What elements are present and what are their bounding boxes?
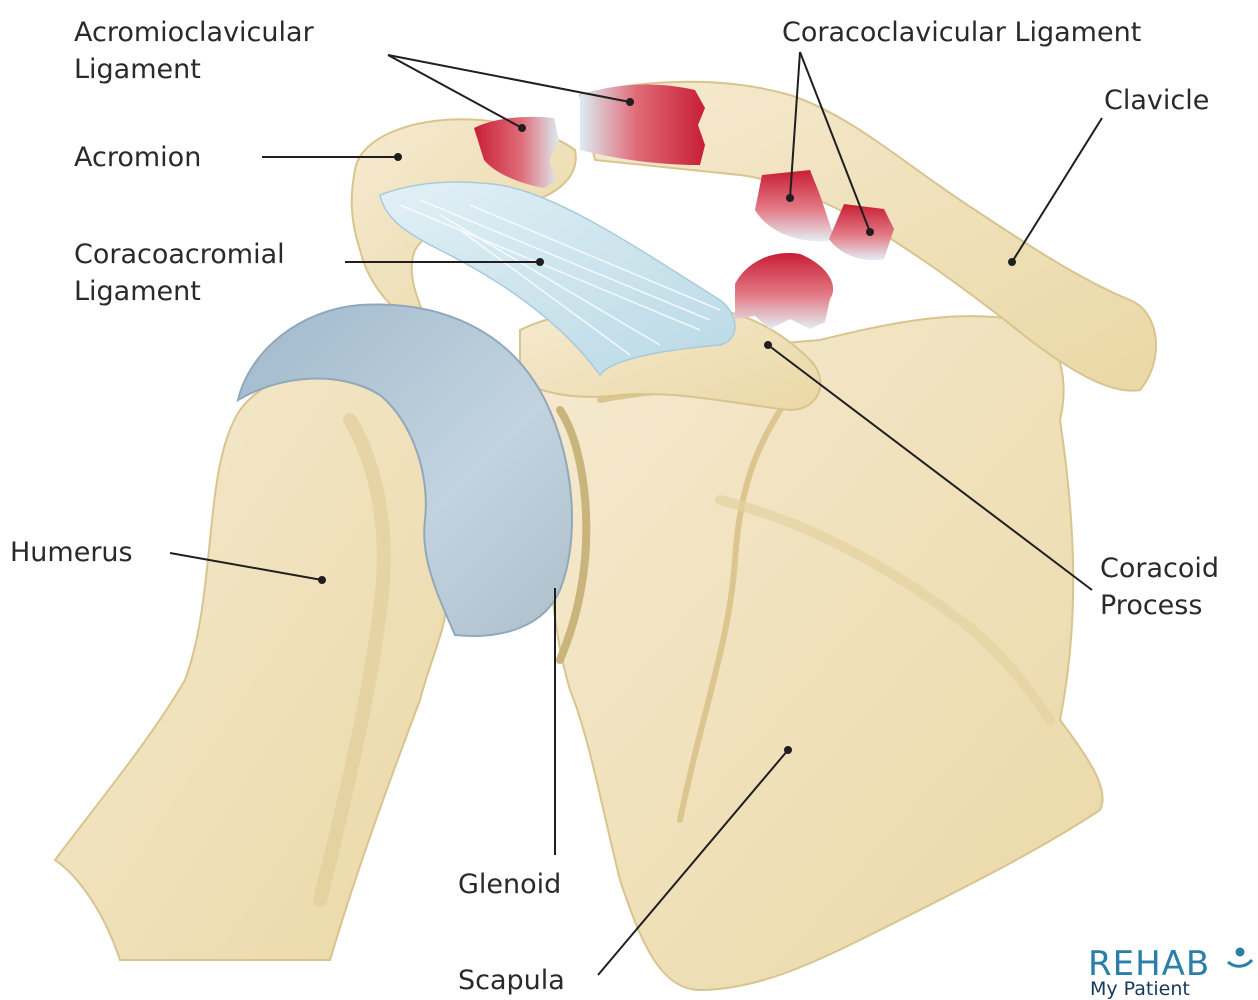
label-coracoacromial-ligament: Coracoacromial Ligament [74, 236, 285, 310]
scapula-bone [520, 316, 1103, 990]
coracoclavicular-ligament-lower [735, 253, 833, 329]
label-acromion: Acromion [74, 139, 201, 176]
label-scapula: Scapula [458, 962, 565, 999]
label-humerus: Humerus [10, 534, 133, 571]
label-glenoid: Glenoid [458, 866, 561, 903]
rehab-logo-icon [1228, 949, 1252, 966]
leader-acromioclavicular-b [388, 55, 630, 102]
leader-acromioclavicular-a [388, 55, 522, 128]
watermark-tagline: My Patient [1090, 978, 1190, 1000]
label-coracoclavicular-ligament: Coracoclavicular Ligament [782, 14, 1141, 51]
leader-clavicle [1012, 118, 1102, 262]
label-clavicle: Clavicle [1104, 82, 1209, 119]
label-coracoid-process: Coracoid Process [1100, 550, 1219, 624]
humerus-bone [55, 370, 446, 960]
label-acromioclavicular-ligament: Acromioclavicular Ligament [74, 14, 314, 88]
